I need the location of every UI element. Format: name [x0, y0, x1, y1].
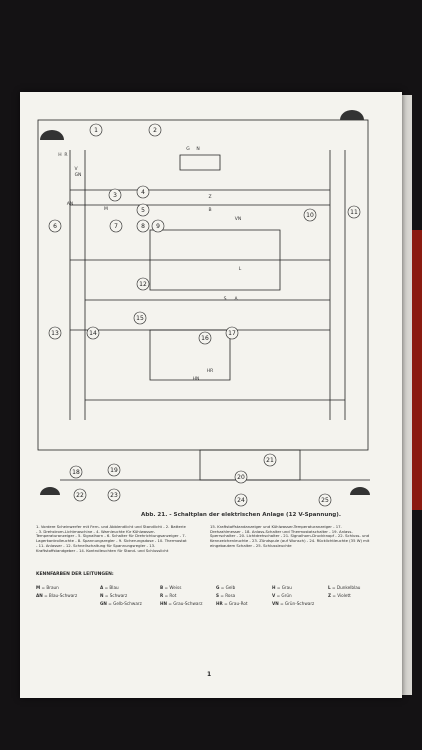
figure-caption: Abb. 21. - Schaltplan der elektrischen A… — [141, 512, 341, 518]
svg-text:8: 8 — [141, 223, 145, 230]
svg-text:B: B — [208, 207, 211, 213]
svg-text:M: M — [104, 206, 108, 212]
svg-text:25: 25 — [321, 497, 329, 504]
svg-text:Z: Z — [208, 194, 211, 200]
left-rearlamp-icon — [40, 487, 60, 495]
svg-text:4: 4 — [141, 189, 145, 196]
svg-text:G: G — [186, 146, 190, 152]
right-rearlamp-icon — [350, 487, 370, 495]
svg-text:24: 24 — [237, 497, 245, 504]
svg-text:17: 17 — [228, 330, 236, 337]
svg-text:13: 13 — [51, 330, 59, 337]
svg-text:11: 11 — [350, 209, 358, 216]
svg-text:20: 20 — [237, 474, 245, 481]
svg-text:19: 19 — [110, 467, 118, 474]
svg-text:7: 7 — [114, 223, 118, 230]
harness-frame — [37, 119, 369, 451]
svg-text:9: 9 — [156, 223, 160, 230]
manual-page — [20, 92, 402, 698]
svg-text:N: N — [196, 146, 199, 152]
svg-text:2: 2 — [153, 127, 157, 134]
wire-code-tags: H R V G N GN M B Z VN HN HR S A AN L — [58, 146, 241, 382]
svg-text:5: 5 — [141, 207, 145, 214]
color-code-column-3: B = Weiss R = Rot HN = Grau-Schwarz — [160, 585, 203, 606]
color-code-column-1: M = Braun AN = Blau-Schwarz — [36, 585, 78, 598]
svg-text:V: V — [74, 166, 78, 172]
svg-text:12: 12 — [139, 281, 147, 288]
svg-text:23: 23 — [110, 492, 118, 499]
svg-text:10: 10 — [306, 212, 314, 219]
color-code-column-2: A = Blau N = Schwarz GN = Gelb-Schwarz — [100, 585, 142, 606]
svg-text:L: L — [239, 266, 242, 272]
svg-text:H: H — [58, 152, 61, 158]
color-code-column-4: G = Gelb S = Rosa HR = Grau-Rot — [216, 585, 248, 606]
component-legend-left: 1. Vordere Scheinwerfer mit Fern- und Ab… — [36, 524, 187, 553]
svg-text:HR: HR — [207, 368, 214, 374]
svg-text:AN: AN — [67, 201, 73, 207]
svg-text:15: 15 — [136, 315, 144, 322]
right-headlamp-icon — [340, 110, 364, 120]
component-legend-right: 15. Kraftstoffstandanzeiger und Kühlwass… — [210, 524, 370, 548]
svg-text:VN: VN — [235, 216, 241, 222]
battery-outline — [179, 154, 221, 171]
page-edge — [400, 95, 412, 695]
page-number: 1 — [207, 671, 212, 678]
svg-text:A: A — [234, 296, 238, 302]
left-headlamp-icon — [40, 130, 64, 140]
svg-text:22: 22 — [76, 492, 84, 499]
switch-block — [149, 329, 231, 381]
svg-text:1: 1 — [94, 127, 98, 134]
svg-text:3: 3 — [113, 192, 117, 199]
harness-trunks — [69, 150, 346, 420]
component-callouts: 1 2 3 4 5 6 7 8 9 10 11 12 13 1 — [48, 123, 361, 507]
svg-text:14: 14 — [89, 330, 97, 337]
junction-box — [149, 229, 281, 291]
svg-text:21: 21 — [266, 457, 274, 464]
wire-colors-title: KENNFARBEN DER LEITUNGEN: — [36, 572, 114, 577]
color-code-column-5: H = Grau V = Grün VN = Grün-Schwarz — [272, 585, 315, 606]
svg-text:R: R — [64, 152, 67, 158]
svg-text:16: 16 — [201, 335, 209, 342]
svg-text:HN: HN — [193, 376, 200, 382]
harness-crosslines — [70, 189, 345, 401]
color-code-column-6: L = Dunkelblau Z = Violett — [328, 585, 361, 598]
light-switch-block — [199, 449, 301, 481]
svg-text:6: 6 — [53, 223, 57, 230]
svg-text:GN: GN — [75, 172, 82, 178]
svg-text:18: 18 — [72, 469, 80, 476]
svg-text:S: S — [224, 296, 227, 302]
